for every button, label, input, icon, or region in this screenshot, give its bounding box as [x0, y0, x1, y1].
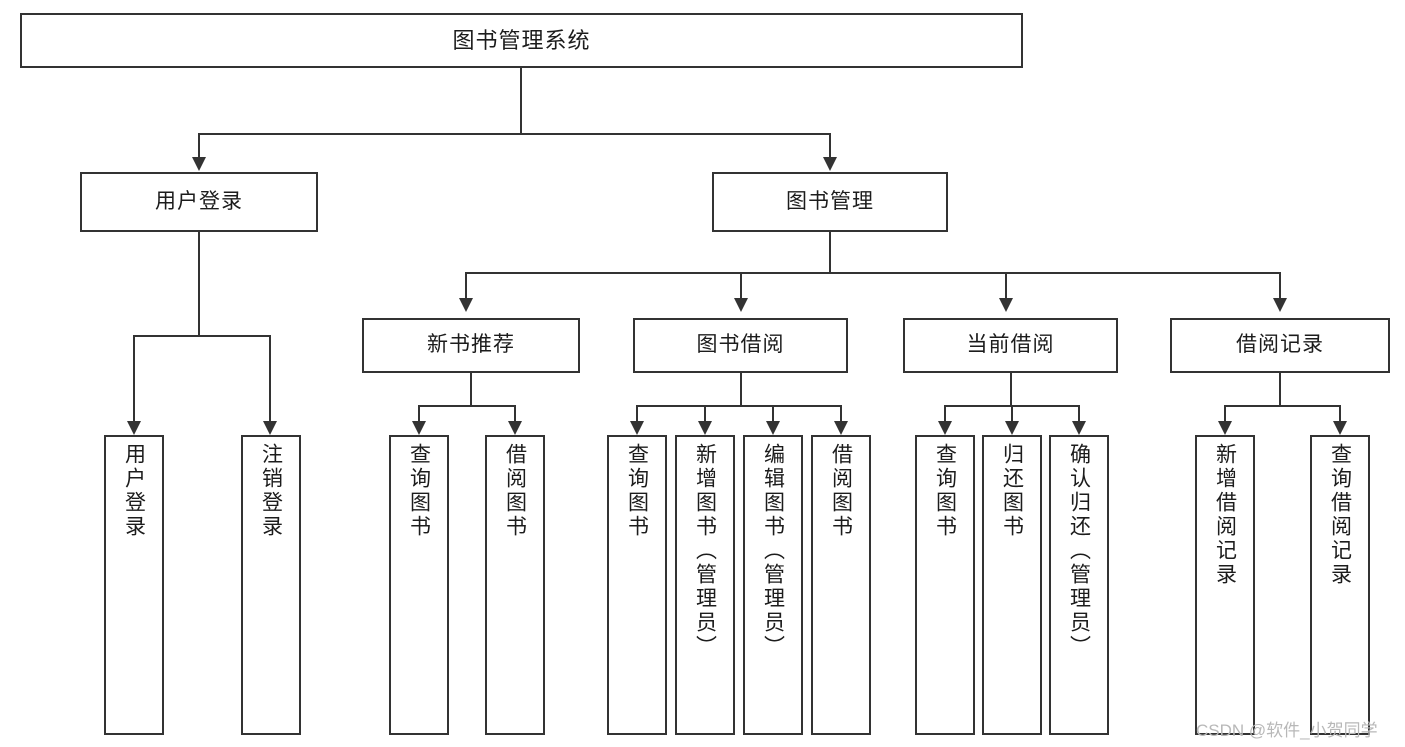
node-label: 图书借阅 — [696, 333, 785, 357]
arrowhead-bm-current-borrow — [999, 298, 1013, 312]
connector-bm-to-new-book — [465, 272, 467, 298]
arrowhead-bm-new-book — [459, 298, 473, 312]
arrowhead-bb-leaf-1 — [630, 421, 644, 435]
arrowhead-root-to-book-management — [823, 157, 837, 171]
connector-cb-to-leaf-3 — [1078, 405, 1080, 421]
connector-book-management-stem — [829, 232, 831, 272]
arrowhead-user-login-leaf-1 — [127, 421, 141, 435]
node-label: 借阅图书 — [829, 443, 853, 539]
arrowhead-cb-leaf-2 — [1005, 421, 1019, 435]
arrowhead-user-login-leaf-2 — [263, 421, 277, 435]
node-label: 用户登录 — [155, 189, 243, 213]
node-label: 确认归还（管理员） — [1067, 443, 1091, 659]
connector-current-borrow-stem — [1010, 373, 1012, 405]
leaf-current-borrow-confirm-return-admin[interactable]: 确认归还（管理员） — [1049, 435, 1109, 735]
connector-bb-to-leaf-1 — [636, 405, 638, 421]
connector-bb-to-leaf-2 — [704, 405, 706, 421]
connector-user-login-stem — [198, 232, 200, 335]
node-label: 查询图书 — [407, 443, 431, 539]
connector-root-to-user-login — [198, 133, 200, 157]
connector-new-book-to-leaf-1 — [418, 405, 420, 421]
leaf-borrow-record-query-record[interactable]: 查询借阅记录 — [1310, 435, 1370, 735]
node-label: 注销登录 — [259, 443, 283, 539]
node-label: 用户登录 — [122, 443, 146, 539]
leaf-book-borrow-query-book[interactable]: 查询图书 — [607, 435, 667, 735]
connector-root-to-book-management — [829, 133, 831, 157]
connector-new-book-to-leaf-2 — [514, 405, 516, 421]
node-label: 借阅记录 — [1236, 333, 1324, 357]
connector-borrow-record-bus — [1224, 405, 1341, 407]
leaf-new-book-query-book[interactable]: 查询图书 — [389, 435, 449, 735]
node-label: 图书管理系统 — [452, 27, 591, 53]
node-user-login[interactable]: 用户登录 — [80, 172, 318, 232]
node-label: 查询图书 — [625, 443, 649, 539]
connector-bm-to-current-borrow — [1005, 272, 1007, 298]
node-label: 图书管理 — [786, 189, 874, 213]
leaf-book-borrow-edit-book-admin[interactable]: 编辑图书（管理员） — [743, 435, 803, 735]
connector-book-management-bus — [465, 272, 1280, 274]
leaf-current-borrow-return-book[interactable]: 归还图书 — [982, 435, 1042, 735]
arrowhead-bm-book-borrow — [734, 298, 748, 312]
connector-borrow-record-stem — [1279, 373, 1281, 405]
connector-user-login-to-leaf-2 — [269, 335, 271, 421]
node-borrow-record[interactable]: 借阅记录 — [1170, 318, 1390, 373]
node-label: 新增借阅记录 — [1213, 443, 1237, 587]
node-root-book-management-system[interactable]: 图书管理系统 — [20, 13, 1023, 68]
leaf-book-borrow-add-book-admin[interactable]: 新增图书（管理员） — [675, 435, 735, 735]
arrowhead-br-leaf-1 — [1218, 421, 1232, 435]
arrowhead-bb-leaf-2 — [698, 421, 712, 435]
leaf-book-borrow-borrow-book[interactable]: 借阅图书 — [811, 435, 871, 735]
connector-new-book-stem — [470, 373, 472, 405]
connector-bm-to-borrow-record — [1279, 272, 1281, 298]
node-label: 新增图书（管理员） — [693, 443, 717, 659]
leaf-new-book-borrow-book[interactable]: 借阅图书 — [485, 435, 545, 735]
arrowhead-cb-leaf-3 — [1072, 421, 1086, 435]
arrowhead-cb-leaf-1 — [938, 421, 952, 435]
node-label: 编辑图书（管理员） — [761, 443, 785, 659]
connector-bm-to-book-borrow — [740, 272, 742, 298]
node-current-borrow[interactable]: 当前借阅 — [903, 318, 1118, 373]
leaf-user-login-login[interactable]: 用户登录 — [104, 435, 164, 735]
leaf-current-borrow-query-book[interactable]: 查询图书 — [915, 435, 975, 735]
arrowhead-bb-leaf-4 — [834, 421, 848, 435]
connector-user-login-bus — [133, 335, 270, 337]
arrowhead-bm-borrow-record — [1273, 298, 1287, 312]
node-new-book-recommend[interactable]: 新书推荐 — [362, 318, 580, 373]
node-book-borrow[interactable]: 图书借阅 — [633, 318, 848, 373]
node-label: 当前借阅 — [966, 333, 1055, 357]
leaf-user-login-logout[interactable]: 注销登录 — [241, 435, 301, 735]
arrowhead-root-to-user-login — [192, 157, 206, 171]
arrowhead-bb-leaf-3 — [766, 421, 780, 435]
connector-bb-to-leaf-3 — [772, 405, 774, 421]
connector-book-borrow-bus — [636, 405, 840, 407]
connector-book-borrow-stem — [740, 373, 742, 405]
connector-br-to-leaf-1 — [1224, 405, 1226, 421]
connector-root-stem — [520, 68, 522, 133]
arrowhead-new-book-leaf-2 — [508, 421, 522, 435]
connector-new-book-bus — [418, 405, 516, 407]
node-label: 查询借阅记录 — [1328, 443, 1352, 587]
connector-cb-to-leaf-1 — [944, 405, 946, 421]
arrowhead-new-book-leaf-1 — [412, 421, 426, 435]
connector-bb-to-leaf-4 — [840, 405, 842, 421]
connector-br-to-leaf-2 — [1339, 405, 1341, 421]
node-label: 新书推荐 — [427, 333, 515, 357]
arrowhead-br-leaf-2 — [1333, 421, 1347, 435]
node-label: 归还图书 — [1000, 443, 1024, 539]
leaf-borrow-record-add-record[interactable]: 新增借阅记录 — [1195, 435, 1255, 735]
node-label: 借阅图书 — [503, 443, 527, 539]
connector-user-login-to-leaf-1 — [133, 335, 135, 421]
connector-root-bus — [198, 133, 830, 135]
connector-cb-to-leaf-2 — [1011, 405, 1013, 421]
node-label: 查询图书 — [933, 443, 957, 539]
node-book-management[interactable]: 图书管理 — [712, 172, 948, 232]
